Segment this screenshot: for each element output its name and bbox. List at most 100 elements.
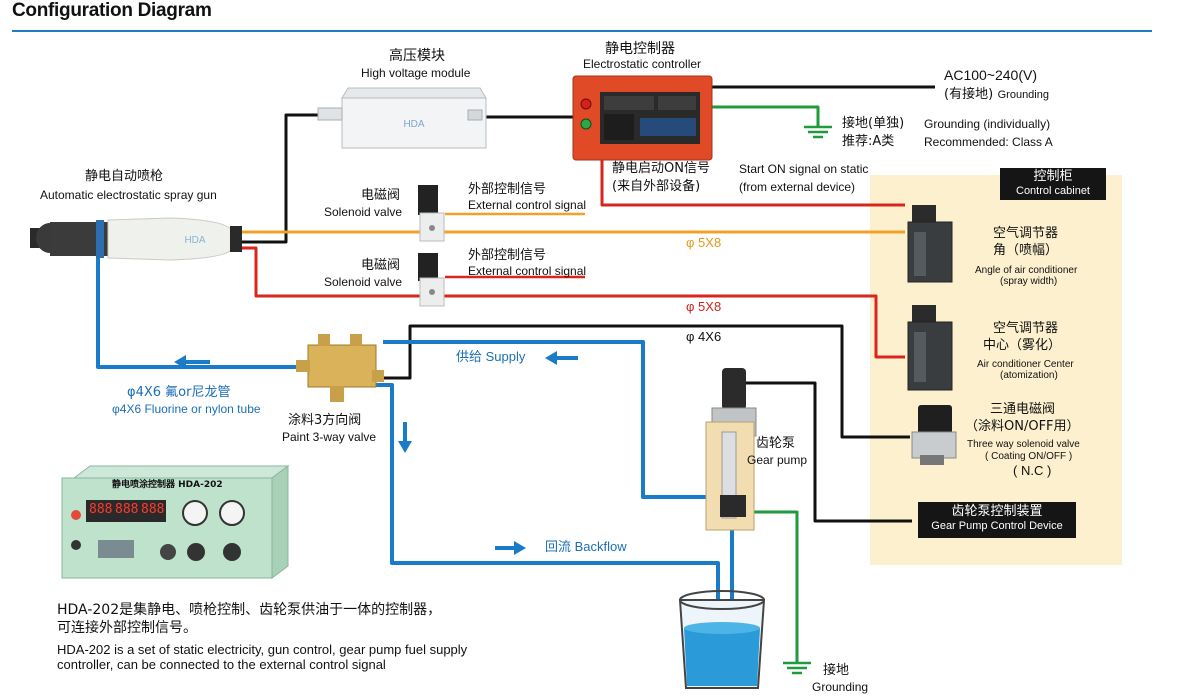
hv-module-cn: 高压模块 xyxy=(389,48,445,64)
pipe-red-size: φ 5X8 xyxy=(686,299,722,314)
ground-main-en2: Recommended: Class A xyxy=(924,135,1053,149)
gear-pump-device xyxy=(705,368,757,531)
control-cabinet-label: 控制柜 Control cabinet xyxy=(1000,168,1106,200)
solenoid-2-cn: 电磁阀 xyxy=(361,258,401,273)
description-cn2: 可连接外部控制信号。 xyxy=(57,620,197,636)
solenoid-valve-1-device xyxy=(418,185,445,242)
gear-pump-control-en: Gear Pump Control Device xyxy=(931,519,1063,532)
three-way-cn2: （涂料ON/OFF用） xyxy=(965,419,1080,434)
ground-main-cn1: 接地(单独) xyxy=(842,116,905,131)
tube-en: φ4X6 Fluorine or nylon tube xyxy=(112,402,261,416)
control-cabinet-cn: 控制柜 xyxy=(1033,169,1073,184)
device-display-3: 888 xyxy=(141,502,165,517)
three-way-en2: ( Coating ON/OFF ) xyxy=(985,451,1073,462)
supply-cn: 供给 xyxy=(456,350,483,365)
air-center-cn1: 空气调节器 xyxy=(993,321,1059,336)
backflow-cn: 回流 xyxy=(545,540,572,555)
hv-module-en: High voltage module xyxy=(361,66,471,80)
backflow-label: 回流 Backflow xyxy=(545,539,627,556)
supply-en: Supply xyxy=(485,349,526,364)
line-blue-tube xyxy=(96,225,300,369)
three-way-solenoid-device xyxy=(911,405,957,465)
pipe-black-size: φ 4X6 xyxy=(686,329,722,344)
air-width-cn1: 空气调节器 xyxy=(993,226,1059,241)
line-black-4x6 xyxy=(383,324,910,439)
air-regulator-width-device xyxy=(907,205,953,283)
three-way-en1: Three way solenoid valve xyxy=(967,439,1080,450)
spray-gun-en: Automatic electrostatic spray gun xyxy=(40,188,217,202)
title-underline xyxy=(12,30,1152,32)
ground-symbol-bottom xyxy=(783,661,811,675)
ground-symbol-main xyxy=(804,125,832,139)
line-start-signal xyxy=(600,160,905,207)
arrow-down xyxy=(398,422,412,453)
paint-valve-cn: 涂料3方向阀 xyxy=(288,413,362,428)
air-center-en2: (atomization) xyxy=(1000,370,1058,381)
description-en2: controller, can be connected to the exte… xyxy=(57,657,386,672)
power-grounding-cn: (有接地) xyxy=(944,87,994,102)
air-regulator-center-device xyxy=(907,305,953,391)
line-ground-bottom xyxy=(745,510,799,662)
solenoid-valve-2-device xyxy=(418,253,445,307)
description-en1: HDA-202 is a set of static electricity, … xyxy=(57,642,468,657)
page-title: Configuration Diagram xyxy=(12,0,212,21)
backflow-en: Backflow xyxy=(574,539,627,554)
spray-gun-cn: 静电自动喷枪 xyxy=(85,169,164,184)
hda202-device xyxy=(61,465,290,579)
description-cn1: HDA-202是集静电、喷枪控制、齿轮泵供油于一体的控制器， xyxy=(57,602,442,618)
svg-text:HDA: HDA xyxy=(184,235,205,246)
ground-main-en1: Grounding (individually) xyxy=(924,117,1051,131)
line-ground-main xyxy=(712,105,820,126)
control-cabinet-en: Control cabinet xyxy=(1016,184,1090,197)
gear-pump-control-label: 齿轮泵控制装置 Gear Pump Control Device xyxy=(918,502,1076,538)
line-pump-control xyxy=(745,381,912,523)
tube-cn: φ4X6 氟or尼龙管 xyxy=(127,385,231,400)
hv-module-device: HDA xyxy=(317,87,487,149)
device-name: 静电喷涂控制器 HDA-202 xyxy=(112,480,223,490)
solenoid-1-cn: 电磁阀 xyxy=(361,188,401,203)
gear-pump-cn: 齿轮泵 xyxy=(756,436,796,451)
arrow-supply-left xyxy=(545,351,578,365)
power-grounding: (有接地) Grounding xyxy=(944,85,1049,103)
paint-3way-valve-device xyxy=(296,334,384,402)
arrow-backflow-right xyxy=(495,541,526,555)
air-width-en2: (spray width) xyxy=(1000,276,1058,287)
ground-bottom-cn: 接地 xyxy=(823,663,850,678)
power-grounding-en: Grounding xyxy=(997,89,1049,101)
power-voltage: AC100~240(V) xyxy=(944,67,1038,83)
controller-en: Electrostatic controller xyxy=(583,57,702,71)
spray-gun-device: HDA xyxy=(30,217,242,261)
ground-main-cn2: 推荐:A类 xyxy=(842,134,895,149)
solenoid-1-en: Solenoid valve xyxy=(324,205,403,219)
svg-text:HDA: HDA xyxy=(403,119,424,130)
signal-1-cn: 外部控制信号 xyxy=(468,182,547,197)
device-display-2: 888 xyxy=(115,502,139,517)
signal-2-cn: 外部控制信号 xyxy=(468,248,547,263)
start-signal-cn1: 静电启动ON信号 xyxy=(612,161,710,176)
three-way-nc: ( N.C ) xyxy=(1013,463,1052,478)
signal-2-en: External control signal xyxy=(468,264,587,278)
gear-pump-control-cn: 齿轮泵控制装置 xyxy=(951,504,1043,519)
start-signal-en2: (from external device) xyxy=(739,180,856,194)
controller-cn: 静电控制器 xyxy=(605,41,675,57)
supply-label: 供给 Supply xyxy=(456,349,526,366)
device-display-1: 888 xyxy=(89,502,113,517)
air-width-en1: Angle of air conditioner xyxy=(975,265,1078,276)
line-supply xyxy=(383,340,718,499)
three-way-cn1: 三通电磁阀 xyxy=(990,402,1056,417)
line-red-5x8 xyxy=(240,246,905,359)
gear-pump-en: Gear pump xyxy=(747,453,808,467)
line-backflow xyxy=(338,383,720,660)
air-width-cn2: 角（喷幅） xyxy=(993,243,1059,258)
solenoid-2-en: Solenoid valve xyxy=(324,275,403,289)
line-hv-cable xyxy=(240,113,345,244)
paint-valve-en: Paint 3-way valve xyxy=(282,430,377,444)
ground-bottom-en: Grounding xyxy=(812,680,869,694)
controller-device xyxy=(572,75,713,161)
air-center-cn2: 中心（雾化） xyxy=(983,338,1062,353)
air-center-en1: Air conditioner Center xyxy=(977,359,1074,370)
pipe-orange-size: φ 5X8 xyxy=(686,235,722,250)
paint-bucket-device xyxy=(678,590,766,689)
